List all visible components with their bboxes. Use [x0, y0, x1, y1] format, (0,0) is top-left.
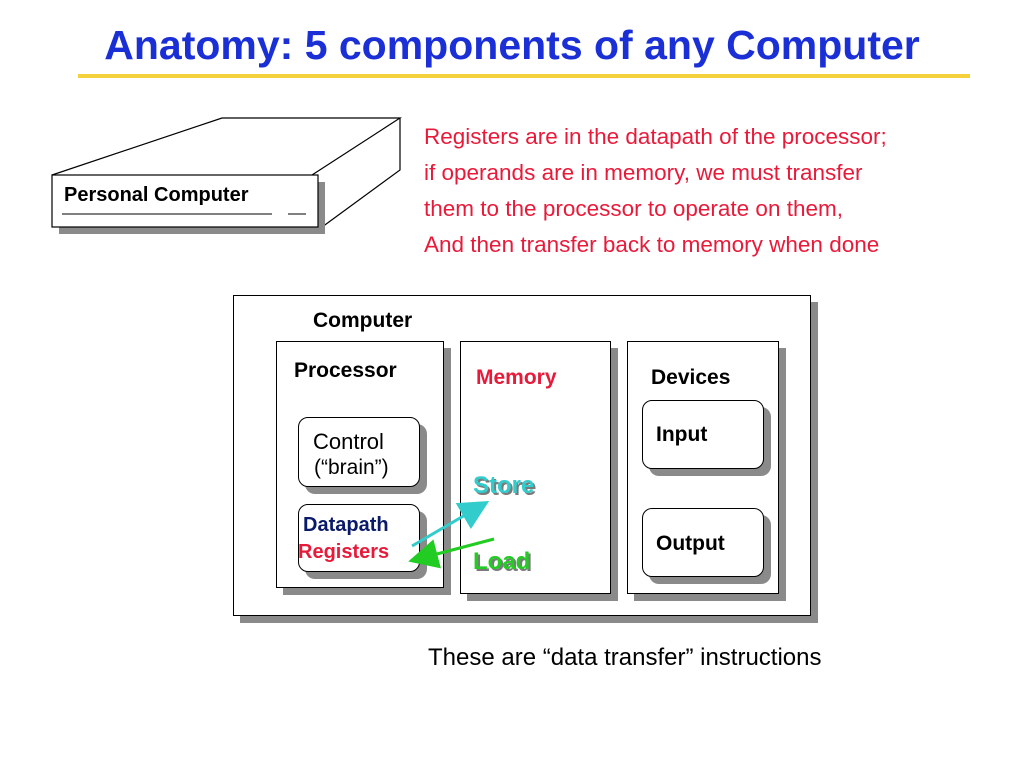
store-label: Store: [473, 472, 535, 499]
registers-note: Registers are in the datapath of the pro…: [424, 119, 887, 263]
note-line: Registers are in the datapath of the pro…: [424, 124, 887, 149]
devices-label: Devices: [651, 366, 731, 389]
datapath-label: Datapath: [303, 514, 389, 536]
control-sublabel: (“brain”): [314, 456, 389, 479]
processor-label: Processor: [294, 359, 397, 382]
input-box: [642, 400, 764, 469]
registers-label: Registers: [298, 541, 390, 563]
store-arrow: [411, 500, 490, 548]
input-label: Input: [656, 423, 708, 446]
control-box: [298, 417, 420, 487]
computer-label: Computer: [313, 309, 413, 332]
caption: These are “data transfer” instructions: [428, 644, 822, 671]
title-underline: [78, 74, 970, 78]
memory-box: [460, 341, 611, 594]
load-label: Load: [473, 548, 531, 575]
load-arrow: [408, 537, 495, 569]
note-line: if operands are in memory, we must trans…: [424, 160, 863, 185]
memory-label: Memory: [476, 366, 557, 389]
personal-computer-label: Personal Computer: [64, 184, 249, 206]
output-box: [642, 508, 764, 577]
control-label: Control: [313, 429, 384, 454]
note-line: them to the processor to operate on them…: [424, 196, 843, 221]
output-label: Output: [656, 532, 725, 555]
datapath-box: [298, 504, 420, 572]
slide-title: Anatomy: 5 components of any Computer: [104, 22, 920, 68]
note-line: And then transfer back to memory when do…: [424, 232, 880, 257]
